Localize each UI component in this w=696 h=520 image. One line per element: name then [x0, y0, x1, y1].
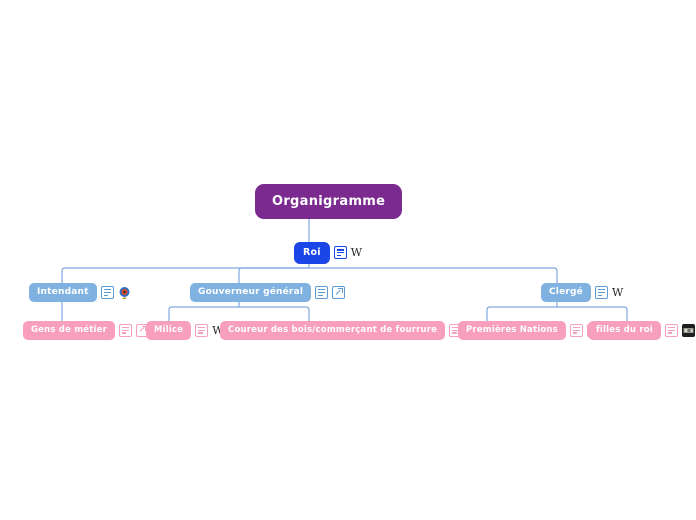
node-gens-de-metier[interactable]: Gens de métier [23, 321, 149, 340]
node-milice[interactable]: Milice W [146, 321, 224, 340]
edge-roi-to-clerge [309, 267, 558, 283]
node-label-clerge[interactable]: Clergé [541, 283, 591, 302]
node-filles-du-roi[interactable]: filles du roi [588, 321, 695, 340]
node-label-roi[interactable]: Roi [294, 242, 330, 264]
note-icon[interactable] [569, 323, 583, 337]
node-label-intendant[interactable]: Intendant [29, 283, 97, 302]
note-icon[interactable] [594, 286, 608, 299]
edge-roi-to-gouverneur [238, 267, 309, 283]
node-label-gens-de-metier[interactable]: Gens de métier [23, 321, 115, 340]
note-icon[interactable] [664, 323, 678, 337]
node-roi[interactable]: Roi W [294, 242, 362, 264]
edge-roi-to-intendant [61, 267, 309, 283]
node-clerge[interactable]: Clergé W [541, 283, 623, 302]
node-label-organigramme[interactable]: Organigramme [255, 184, 403, 219]
note-icon[interactable] [195, 323, 209, 337]
node-label-gouverneur-general[interactable]: Gouverneur général [190, 283, 312, 302]
wikipedia-icon[interactable]: W [212, 323, 224, 337]
note-icon[interactable] [315, 286, 329, 299]
node-intendant[interactable]: Intendant [29, 283, 131, 302]
image-thumbnail-icon[interactable] [681, 323, 695, 337]
wikipedia-icon[interactable]: W [350, 246, 363, 260]
edge-clerge-to-premieres [486, 306, 557, 321]
node-organigramme[interactable]: Organigramme [255, 184, 403, 219]
node-gouverneur-general[interactable]: Gouverneur général [190, 283, 346, 302]
image-thumbnail-icon[interactable] [117, 286, 131, 299]
node-label-filles-du-roi[interactable]: filles du roi [588, 321, 661, 340]
edge-clerge-to-filles [557, 306, 628, 321]
wikipedia-icon[interactable]: W [611, 286, 624, 299]
node-label-coureur-des-bois[interactable]: Coureur des bois/commerçant de fourrure [220, 321, 446, 340]
note-icon[interactable] [333, 246, 347, 260]
node-coureur-des-bois[interactable]: Coureur des bois/commerçant de fourrure [220, 321, 480, 340]
node-label-milice[interactable]: Milice [146, 321, 192, 340]
node-label-premieres-nations[interactable]: Premières Nations [458, 321, 566, 340]
edge-gouverneur-to-milice [168, 306, 239, 321]
note-icon[interactable] [118, 323, 132, 337]
external-link-icon[interactable] [332, 286, 346, 299]
edge-gouverneur-to-coureur [239, 306, 310, 321]
node-premieres-nations[interactable]: Premières Nations [458, 321, 600, 340]
note-icon[interactable] [100, 286, 114, 299]
